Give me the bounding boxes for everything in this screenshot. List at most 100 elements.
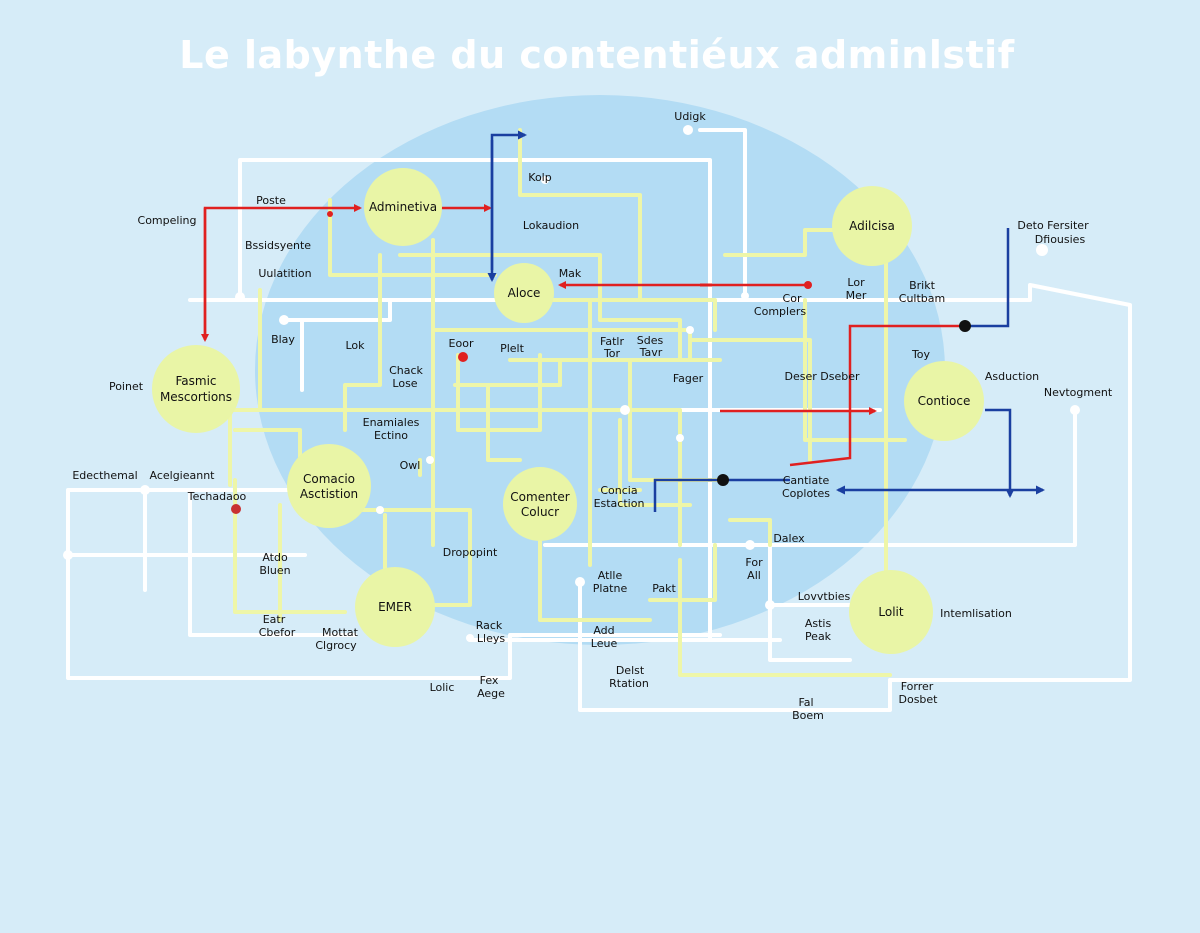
junction-dots	[63, 125, 1080, 642]
node-comenter-label-1: Comenter	[510, 490, 569, 504]
diagram-title: Le labynthe du contentiéux adminlstif	[179, 33, 1014, 77]
node-adilcisa-label: Adilcisa	[849, 219, 895, 233]
label-boem: Boem	[792, 709, 824, 722]
label-mer: Mer	[846, 289, 867, 302]
label-chack: Chack	[389, 364, 423, 377]
label-eatr: Eatr	[263, 613, 286, 626]
blue-route-right-drop	[985, 408, 1015, 498]
node-comacio[interactable]: Comacio Asctistion	[287, 444, 371, 528]
label-blay: Blay	[271, 333, 295, 346]
label-lor: Lor	[847, 276, 865, 289]
blue-route	[487, 130, 1045, 512]
label-lokaudion: Lokaudion	[523, 219, 579, 232]
label-dosbet: Dosbet	[899, 693, 939, 706]
map-labels: Udigk Kolp Poste Compeling Lokaudion Det…	[72, 110, 1112, 722]
label-toy: Toy	[911, 348, 931, 361]
node-lolit-label: Lolit	[878, 605, 903, 619]
label-lose: Lose	[392, 377, 417, 390]
node-contioce-label: Contioce	[918, 394, 971, 408]
label-ulatition: Uulatition	[258, 267, 311, 280]
label-for: For	[745, 556, 763, 569]
label-poinet: Poinet	[109, 380, 144, 393]
label-fager: Fager	[673, 372, 704, 385]
node-comacio-label-1: Comacio	[303, 472, 355, 486]
node-aloce-label: Aloce	[508, 286, 541, 300]
label-deto-fersiter-2: Dfiousies	[1035, 233, 1086, 246]
node-lolit[interactable]: Lolit	[849, 570, 933, 654]
label-clgrocy: Clgrocy	[315, 639, 357, 652]
label-deser-dseber: Deser Dseber	[785, 370, 860, 383]
label-peak: Peak	[805, 630, 832, 643]
label-kolp: Kolp	[528, 171, 551, 184]
label-bssidsyente: Bssidsyente	[245, 239, 311, 252]
label-compeling: Compeling	[138, 214, 197, 227]
label-cor: Cor	[783, 292, 802, 305]
label-estaction: Estaction	[594, 497, 645, 510]
label-fex: Fex	[480, 674, 499, 687]
label-plelt: Plelt	[500, 342, 525, 355]
label-cbefor: Cbefor	[259, 626, 296, 639]
label-platne: Platne	[593, 582, 628, 595]
label-complers: Complers	[754, 305, 806, 318]
label-brikt: Brikt	[909, 279, 935, 292]
label-forrer: Forrer	[901, 680, 934, 693]
label-udigk: Udigk	[674, 110, 706, 123]
label-nevtogment: Nevtogment	[1044, 386, 1113, 399]
label-bluen: Bluen	[259, 564, 290, 577]
label-atlle: Atlle	[598, 569, 623, 582]
label-intemlisation: Intemlisation	[940, 607, 1012, 620]
white-track-network	[66, 128, 1132, 712]
node-emer[interactable]: EMER	[355, 567, 435, 647]
node-adminetiva[interactable]: Adminetiva	[364, 168, 442, 246]
label-poste: Poste	[256, 194, 286, 207]
red-route-hook	[789, 324, 965, 467]
label-sdes: Sdes	[637, 334, 664, 347]
node-comenter[interactable]: Comenter Colucr	[503, 467, 577, 541]
label-tor: Tor	[603, 347, 621, 360]
label-eoor: Eoor	[449, 337, 474, 350]
label-pakt: Pakt	[652, 582, 676, 595]
label-mak: Mak	[559, 267, 582, 280]
label-atdo: Atdo	[262, 551, 288, 564]
node-adilcisa[interactable]: Adilcisa	[832, 186, 912, 266]
label-aege: Aege	[477, 687, 505, 700]
label-rack: Rack	[476, 619, 503, 632]
label-rtation: Rtation	[609, 677, 649, 690]
label-fal: Fal	[798, 696, 813, 709]
label-fatlr: Fatlr	[600, 335, 624, 348]
label-mottat: Mottat	[322, 626, 359, 639]
label-all: All	[747, 569, 761, 582]
label-delst: Delst	[616, 664, 645, 677]
label-asduction: Asduction	[985, 370, 1039, 383]
label-owl: Owl	[400, 459, 421, 472]
label-lok: Lok	[345, 339, 365, 352]
label-enamiales: Enamiales	[363, 416, 420, 429]
label-cantiate: Cantiate	[783, 474, 830, 487]
node-fasmic[interactable]: Fasmic Mescortions	[152, 345, 240, 433]
node-emer-label: EMER	[378, 600, 412, 614]
label-dropopint: Dropopint	[443, 546, 498, 559]
label-acelgieannt: Acelgieannt	[149, 469, 215, 482]
blue-route-center	[653, 478, 790, 512]
label-leue: Leue	[591, 637, 618, 650]
label-edecthemal: Edecthemal	[72, 469, 137, 482]
label-cultbam: Cultbam	[899, 292, 945, 305]
node-adminetiva-label: Adminetiva	[369, 200, 437, 214]
label-tavr: Tavr	[639, 346, 663, 359]
label-techedboo: Techadaoo	[187, 490, 247, 503]
node-fasmic-label-2: Mescortions	[160, 390, 232, 404]
label-concia: Concia	[600, 484, 637, 497]
node-contioce[interactable]: Contioce	[904, 361, 984, 441]
node-aloce[interactable]: Aloce	[494, 263, 554, 323]
label-add: Add	[593, 624, 614, 637]
red-route	[201, 204, 965, 467]
label-astis: Astis	[805, 617, 832, 630]
label-lleys: Lleys	[477, 632, 505, 645]
blue-route-right-top	[965, 228, 1010, 328]
label-deto-fersiter-1: Deto Fersiter	[1017, 219, 1089, 232]
label-dalex: Dalex	[773, 532, 805, 545]
label-coplotes: Coplotes	[782, 487, 830, 500]
label-lovvtbies: Lovvtbies	[798, 590, 851, 603]
